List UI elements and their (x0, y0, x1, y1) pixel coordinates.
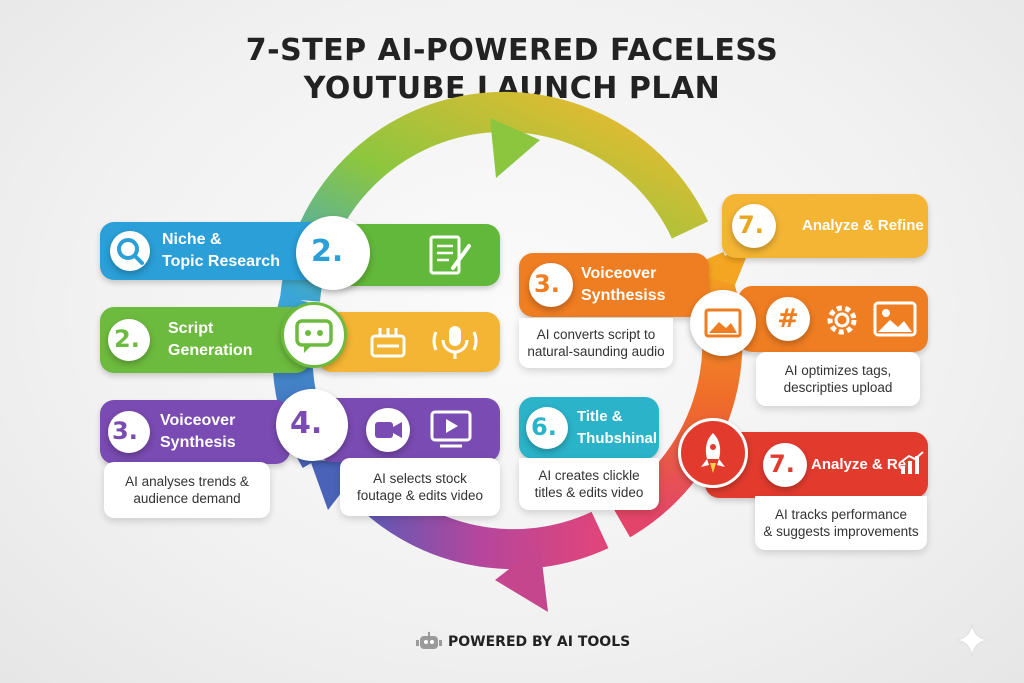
hub-step-2-number: 2. (311, 234, 344, 269)
camera-icon (366, 408, 410, 452)
robot-icon (416, 632, 442, 649)
step-voiceover-orange-label: Voiceover Synthesiss (581, 265, 666, 304)
image-frame-icon (704, 308, 742, 338)
step-voiceover-number-badge (108, 411, 150, 453)
step-niche-label: Niche & Topic Research (162, 231, 280, 270)
step-audio-pill (318, 312, 500, 372)
step-analyze-number-badge (763, 443, 807, 487)
chart-up-icon (899, 450, 925, 480)
card-tags: AI optimizes tags, descripties upload (756, 352, 920, 406)
card-track: AI tracks performance & suggests improve… (755, 496, 927, 550)
hub-image (690, 290, 756, 356)
mixer-icon (368, 324, 408, 364)
step-title-label: Title & Thubshinal (577, 408, 657, 447)
microphone-icon (430, 322, 480, 366)
card-voice: AI converts script to natural-saunding a… (519, 318, 673, 368)
hub-step-4-number: 4. (290, 406, 323, 441)
step-niche-pill: Niche & Topic Research (100, 222, 335, 280)
rocket-icon (701, 433, 725, 473)
step-script-number-badge (108, 319, 150, 361)
gear-icon (822, 300, 862, 344)
document-pen-icon (427, 234, 473, 280)
step-script-pill: 2. Script Generation (100, 307, 310, 373)
arrowhead-bottom (495, 545, 548, 612)
footer-text: POWERED BY AI TOOLS (448, 634, 631, 650)
arrowhead-top (490, 118, 540, 178)
step-analyze-refine-pill: 7. Analyze & Refine (722, 194, 928, 258)
step-title-number: 6. (531, 413, 557, 441)
sparkle-icon (955, 623, 989, 657)
search-icon (110, 231, 150, 271)
hub-step-2 (296, 216, 370, 290)
card-video: AI selects stock foutage & edits video (340, 458, 500, 516)
page-title: 7-STEP AI-POWERED FACELESS YOUTUBE LAUNC… (0, 32, 1024, 108)
step-script-number: 2. (114, 325, 140, 353)
step-voiceover-label: Voiceover Synthesis (160, 412, 236, 451)
step-analyze-number: 7. (769, 450, 795, 478)
step-voiceover-number: 3. (112, 417, 138, 445)
step-analyze-refine-label: Analyze & Refine (802, 217, 924, 234)
step-title-number-badge (526, 407, 568, 449)
hub-step-4 (276, 389, 348, 461)
step-voiceover-orange-pill: 3. Voiceover Synthesiss (519, 253, 709, 317)
step-analyze-label: Analyze & Re (811, 456, 907, 473)
card-title: AI creates clickle titles & edits video (519, 458, 659, 510)
hashtag-icon: # (766, 297, 810, 341)
step-voiceover-pill: 3. Voiceover Synthesis (100, 400, 290, 464)
title-line-1: 7-STEP AI-POWERED FACELESS (245, 33, 779, 68)
image-icon (872, 300, 918, 342)
step-tags-pill: # (738, 286, 928, 352)
hub-chat (281, 302, 347, 368)
video-player-icon (428, 408, 474, 456)
step-title-pill: 6. Title & Thubshinal (519, 397, 659, 459)
step-script-label: Script Generation (168, 320, 253, 359)
step-analyze-refine-number: 7. (738, 211, 764, 239)
chat-bot-icon (295, 319, 333, 353)
hub-rocket (678, 418, 748, 488)
step-voiceover-orange-number-badge (529, 263, 573, 307)
card-niche: AI analyses trends & audience demand (104, 462, 270, 518)
step-video-pill (318, 398, 500, 462)
step-analyze-refine-number-badge (732, 204, 776, 248)
step-voiceover-orange-number: 3. (534, 270, 560, 298)
